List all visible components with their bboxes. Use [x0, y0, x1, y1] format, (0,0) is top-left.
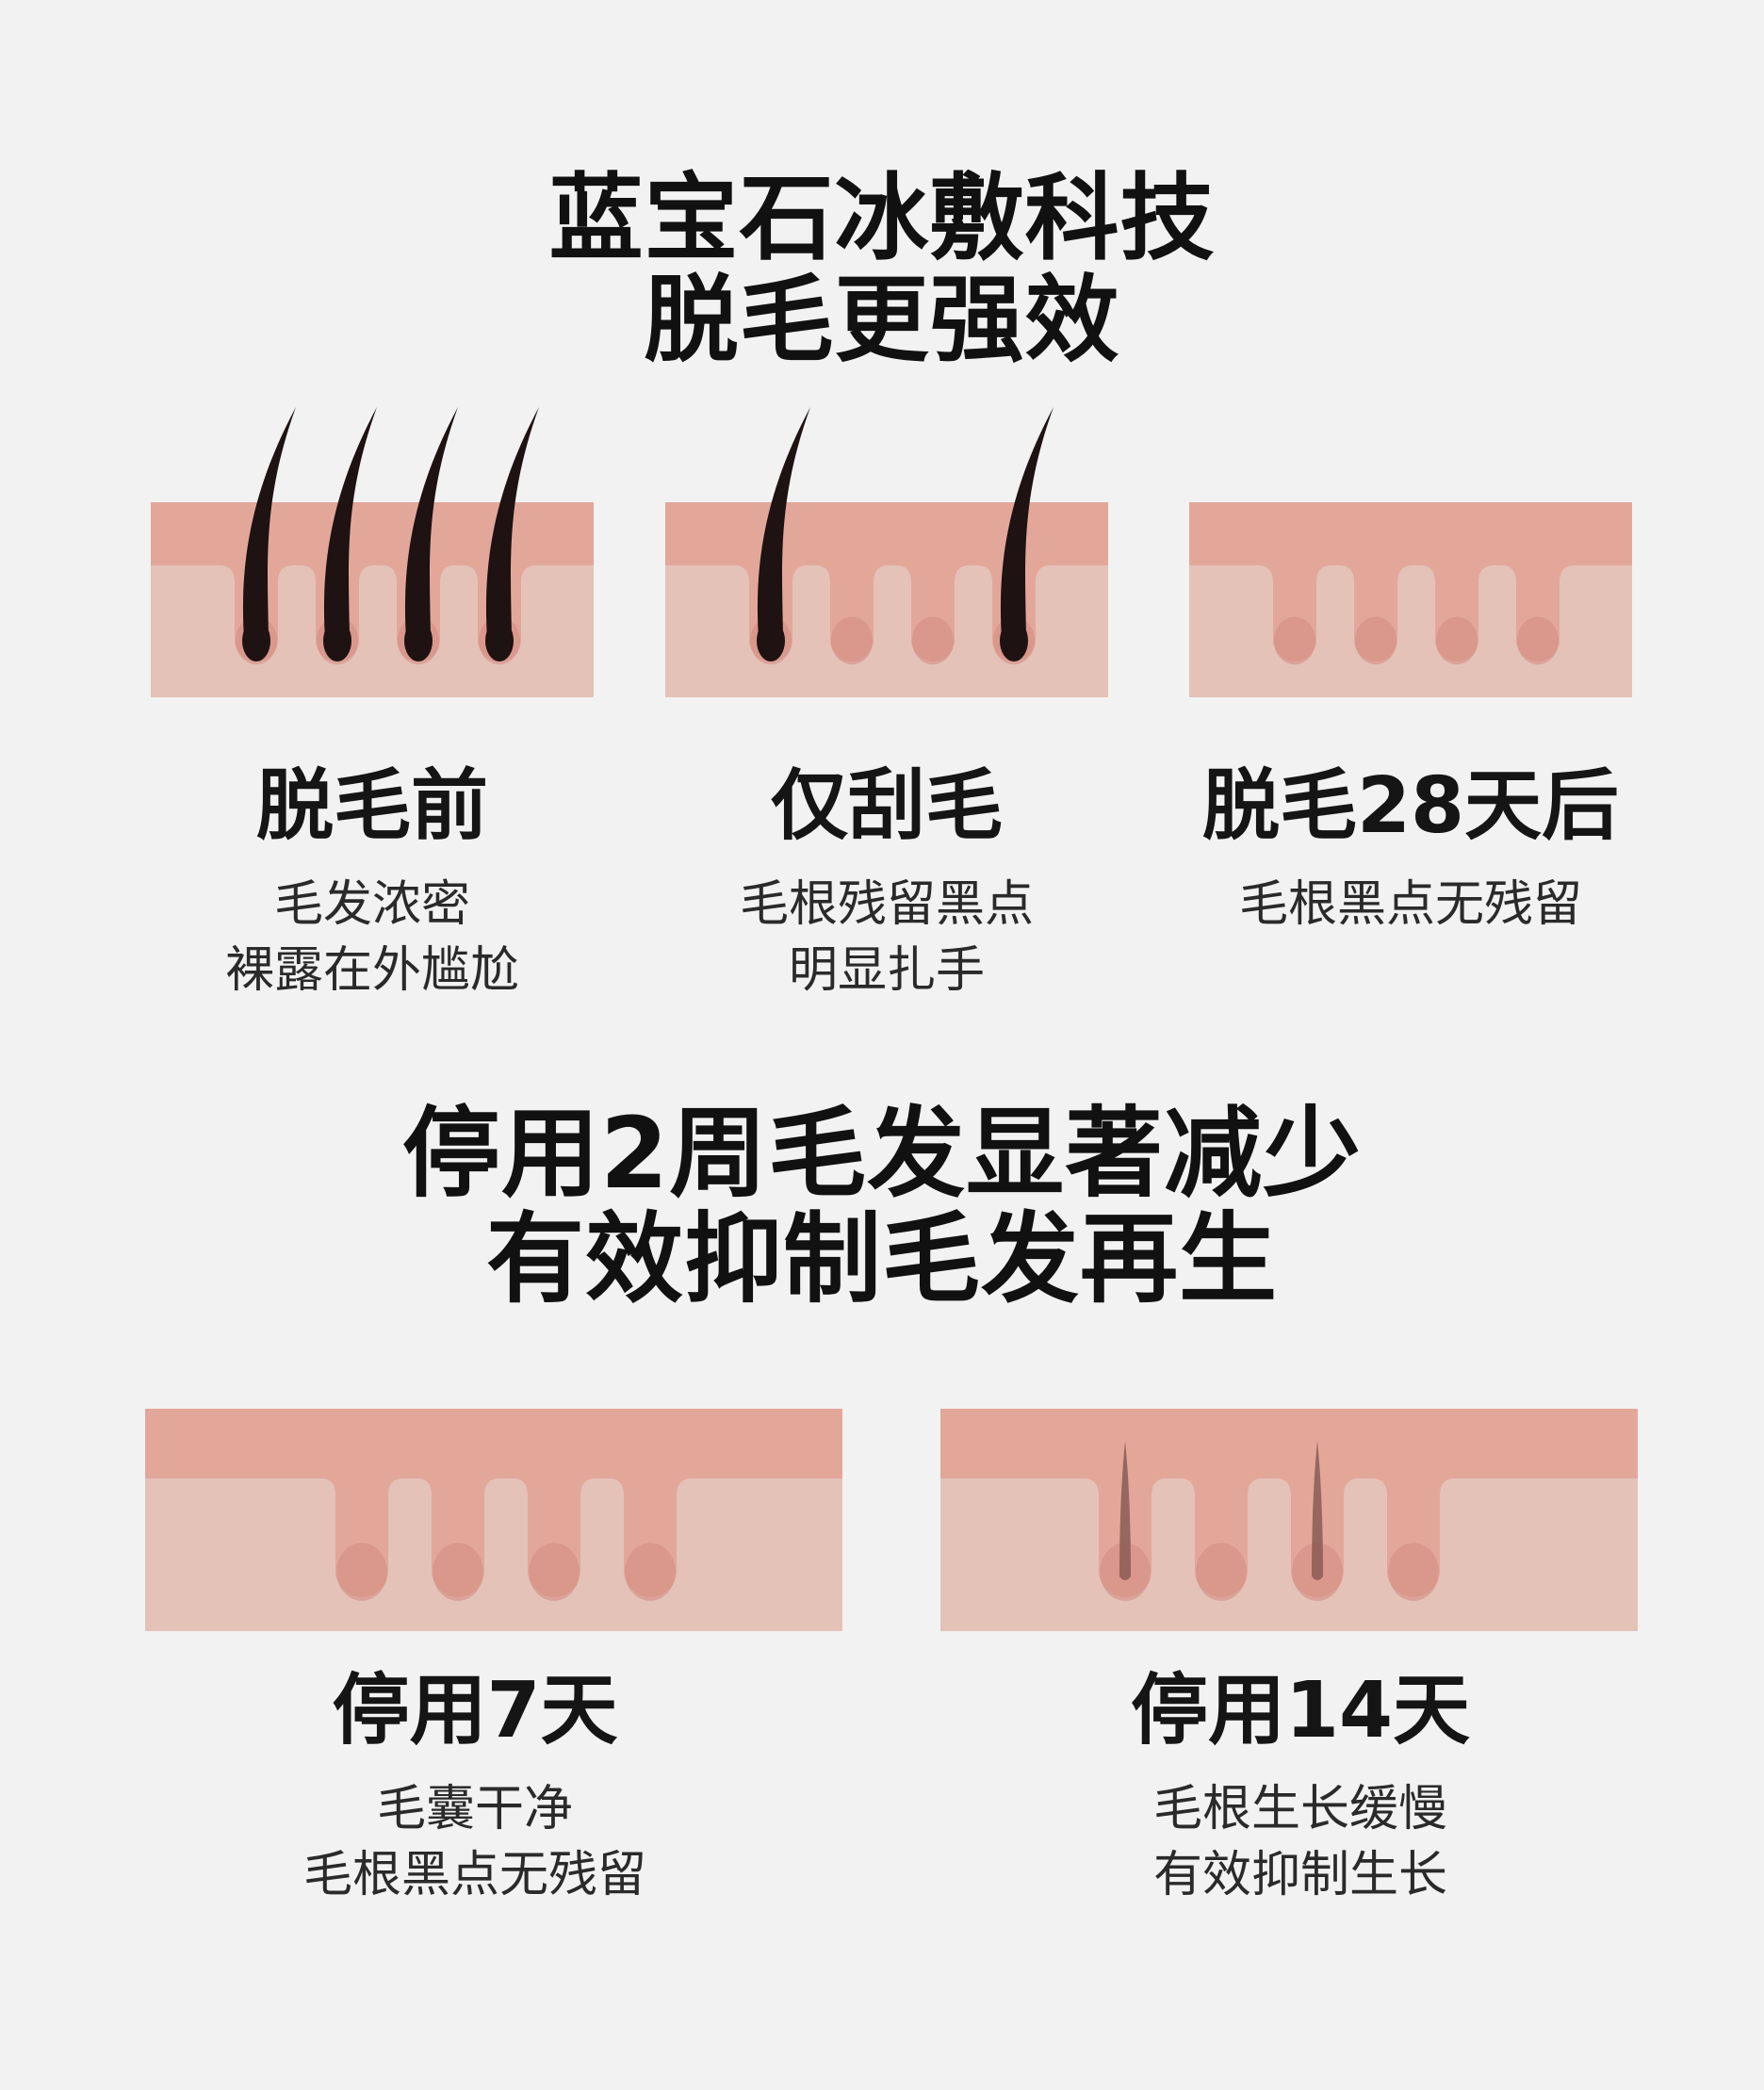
stage-title: 停用14天 — [1130, 1666, 1471, 1755]
hair-root — [323, 620, 351, 661]
stage-title: 仅刮毛 — [770, 761, 1003, 851]
short-hair-strand — [1119, 1441, 1131, 1580]
skin-diagram-after-28-days — [1189, 502, 1632, 697]
headline-top-line1: 蓝宝石冰敷科技 — [548, 163, 1216, 273]
follicle-bulb — [1516, 616, 1560, 665]
follicle-bulb — [336, 1543, 387, 1601]
skin-diagram-stop-7-days — [145, 1409, 842, 1631]
follicle-bulb — [1354, 616, 1397, 665]
stage-desc-line1: 毛根残留黑点 — [739, 876, 1034, 933]
stage-desc-line2: 有效抑制生长 — [1152, 1847, 1447, 1903]
headline-middle: 停用2周毛发显著减少 有效抑制毛发再生 — [0, 1101, 1764, 1313]
follicle-bulb — [1196, 1543, 1247, 1601]
caption-before: 脱毛前 毛发浓密 裸露在外尴尬 — [151, 768, 594, 1004]
caption-stop-14-days: 停用14天 毛根生长缓慢 有效抑制生长 — [971, 1673, 1630, 1908]
skin-panel-stop-14-days — [940, 1409, 1638, 1631]
follicle-bulb — [830, 616, 874, 665]
stage-desc-line1: 毛根黑点无残留 — [1238, 876, 1582, 933]
headline-middle-line1: 停用2周毛发显著减少 — [401, 1096, 1363, 1211]
caption-shaved: 仅刮毛 毛根残留黑点 明显扎手 — [665, 768, 1108, 1004]
hair-strand — [242, 407, 296, 648]
headline-top: 蓝宝石冰敷科技 脱毛更强效 — [0, 168, 1764, 371]
hair-root — [242, 620, 270, 661]
follicle-bulb — [433, 1543, 483, 1601]
hair-root — [1000, 620, 1028, 661]
hair-strand — [757, 407, 810, 648]
follicle-bulb — [1435, 616, 1478, 665]
follicle-bulb — [911, 616, 955, 665]
follicle-bulb — [1273, 616, 1316, 665]
follicle-bulb — [1388, 1543, 1439, 1601]
hair-root — [757, 620, 785, 661]
skin-diagram-shaved — [665, 407, 1108, 697]
skin-layer-upper — [145, 1409, 842, 1597]
follicle-bulb — [529, 1543, 580, 1601]
skin-diagram-before — [151, 407, 594, 697]
follicle-bulb — [625, 1543, 676, 1601]
stage-desc-line1: 毛发浓密 — [273, 876, 470, 933]
stage-desc-line2: 毛根黑点无残留 — [302, 1847, 646, 1903]
skin-panel-shaved — [665, 396, 1108, 697]
skin-panel-before — [151, 396, 594, 697]
hair-strand — [323, 407, 377, 648]
stage-title: 脱毛28天后 — [1201, 761, 1620, 851]
hair-strand — [1000, 407, 1054, 648]
hair-strand — [404, 407, 458, 648]
headline-top-line2: 脱毛更强效 — [644, 265, 1120, 375]
stage-desc-line2: 明显扎手 — [788, 942, 985, 999]
stage-desc-line1: 毛囊干净 — [376, 1781, 573, 1837]
hair-root — [485, 620, 514, 661]
short-hair-strand — [1312, 1441, 1323, 1580]
stage-title: 停用7天 — [332, 1666, 618, 1755]
caption-after-28-days: 脱毛28天后 毛根黑点无残留 — [1189, 768, 1632, 938]
hair-strand — [485, 407, 539, 648]
hair-root — [404, 620, 433, 661]
skin-panel-stop-7-days — [145, 1409, 842, 1631]
stage-desc-line2: 裸露在外尴尬 — [224, 942, 519, 999]
stage-title: 脱毛前 — [255, 761, 488, 851]
headline-middle-line2: 有效抑制毛发再生 — [485, 1201, 1278, 1317]
caption-stop-7-days: 停用7天 毛囊干净 毛根黑点无残留 — [145, 1673, 805, 1908]
skin-panel-after-28-days — [1189, 396, 1632, 697]
stage-desc-line1: 毛根生长缓慢 — [1152, 1781, 1447, 1837]
skin-diagram-stop-14-days — [940, 1409, 1638, 1631]
